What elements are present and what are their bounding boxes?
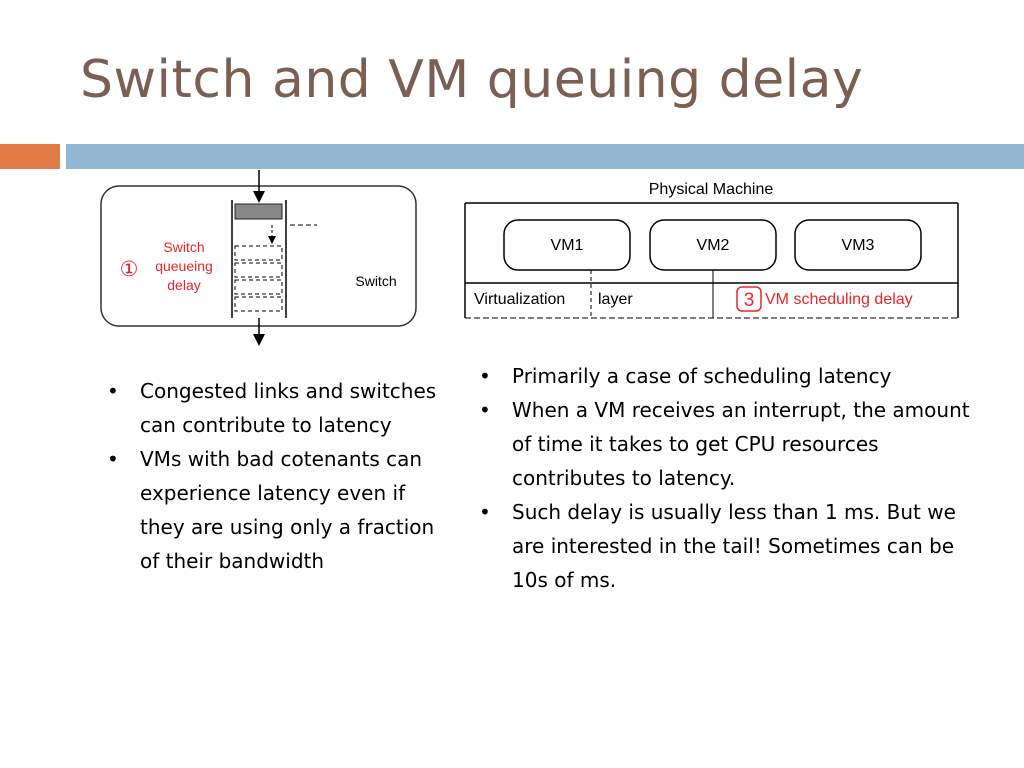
switch-delay-label-line: delay: [167, 277, 200, 293]
bullet-text: When a VM receives an interrupt, the amo…: [512, 398, 970, 490]
vm-label: VM1: [551, 237, 584, 254]
bullet-text: Congested links and switches can contrib…: [140, 379, 437, 437]
switch-device-label: Switch: [355, 273, 396, 289]
switch-diagram: ① Switch queueing delay Switch: [100, 170, 417, 346]
vm-delay-marker-box: [736, 286, 762, 312]
virtualization-label: Virtualization: [474, 291, 565, 308]
bullet-dot: •: [479, 500, 491, 524]
bullet-item: • Congested links and switches can contri…: [107, 374, 447, 442]
empty-queue-slot: [234, 245, 283, 261]
queued-packet: [234, 203, 283, 220]
left-bullet-list: • Congested links and switches can contri…: [107, 374, 447, 578]
bullet-item: • When a VM receives an interrupt, the am…: [479, 393, 979, 495]
vm-label: VM2: [697, 237, 730, 254]
bullet-item: • VMs with bad cotenants can experience l…: [107, 442, 447, 578]
vm-box: [503, 219, 631, 271]
empty-queue-slot: [234, 279, 283, 295]
bullet-dot: •: [479, 364, 491, 388]
vm-scheduling-delay-label: VM scheduling delay: [765, 291, 913, 308]
physical-machine-title: Physical Machine: [649, 181, 774, 198]
title-rule-bar: [66, 144, 1024, 169]
empty-queue-slot: [234, 296, 283, 312]
slide-title: Switch and VM queuing delay: [80, 50, 864, 110]
accent-bar: [0, 144, 60, 169]
bullet-dot: •: [479, 398, 491, 422]
empty-queue-slot: [234, 262, 283, 278]
vm-delay-marker: 3: [744, 290, 755, 311]
switch-delay-label-line: queueing: [155, 258, 213, 274]
bullet-text: Primarily a case of scheduling latency: [512, 364, 892, 388]
bullet-dot: •: [107, 447, 119, 471]
layer-label: layer: [598, 291, 633, 308]
vm-box: [794, 219, 922, 271]
bullet-item: • Primarily a case of scheduling latency: [479, 359, 979, 393]
vm-diagram: Physical Machine VM1 VM2 VM3 Virtualizat…: [464, 181, 959, 319]
switch-delay-marker: ①: [120, 258, 139, 281]
vm-label: VM3: [842, 237, 875, 254]
bullet-item: • Such delay is usually less than 1 ms. B…: [479, 495, 979, 597]
switch-delay-label-line: Switch: [163, 239, 204, 255]
bullet-dot: •: [107, 379, 119, 403]
right-bullet-list: •Primarily a case of scheduling latency …: [479, 359, 979, 597]
bullet-text: Such delay is usually less than 1 ms. Bu…: [512, 500, 956, 592]
bullet-text: VMs with bad cotenants can experience la…: [140, 447, 435, 573]
